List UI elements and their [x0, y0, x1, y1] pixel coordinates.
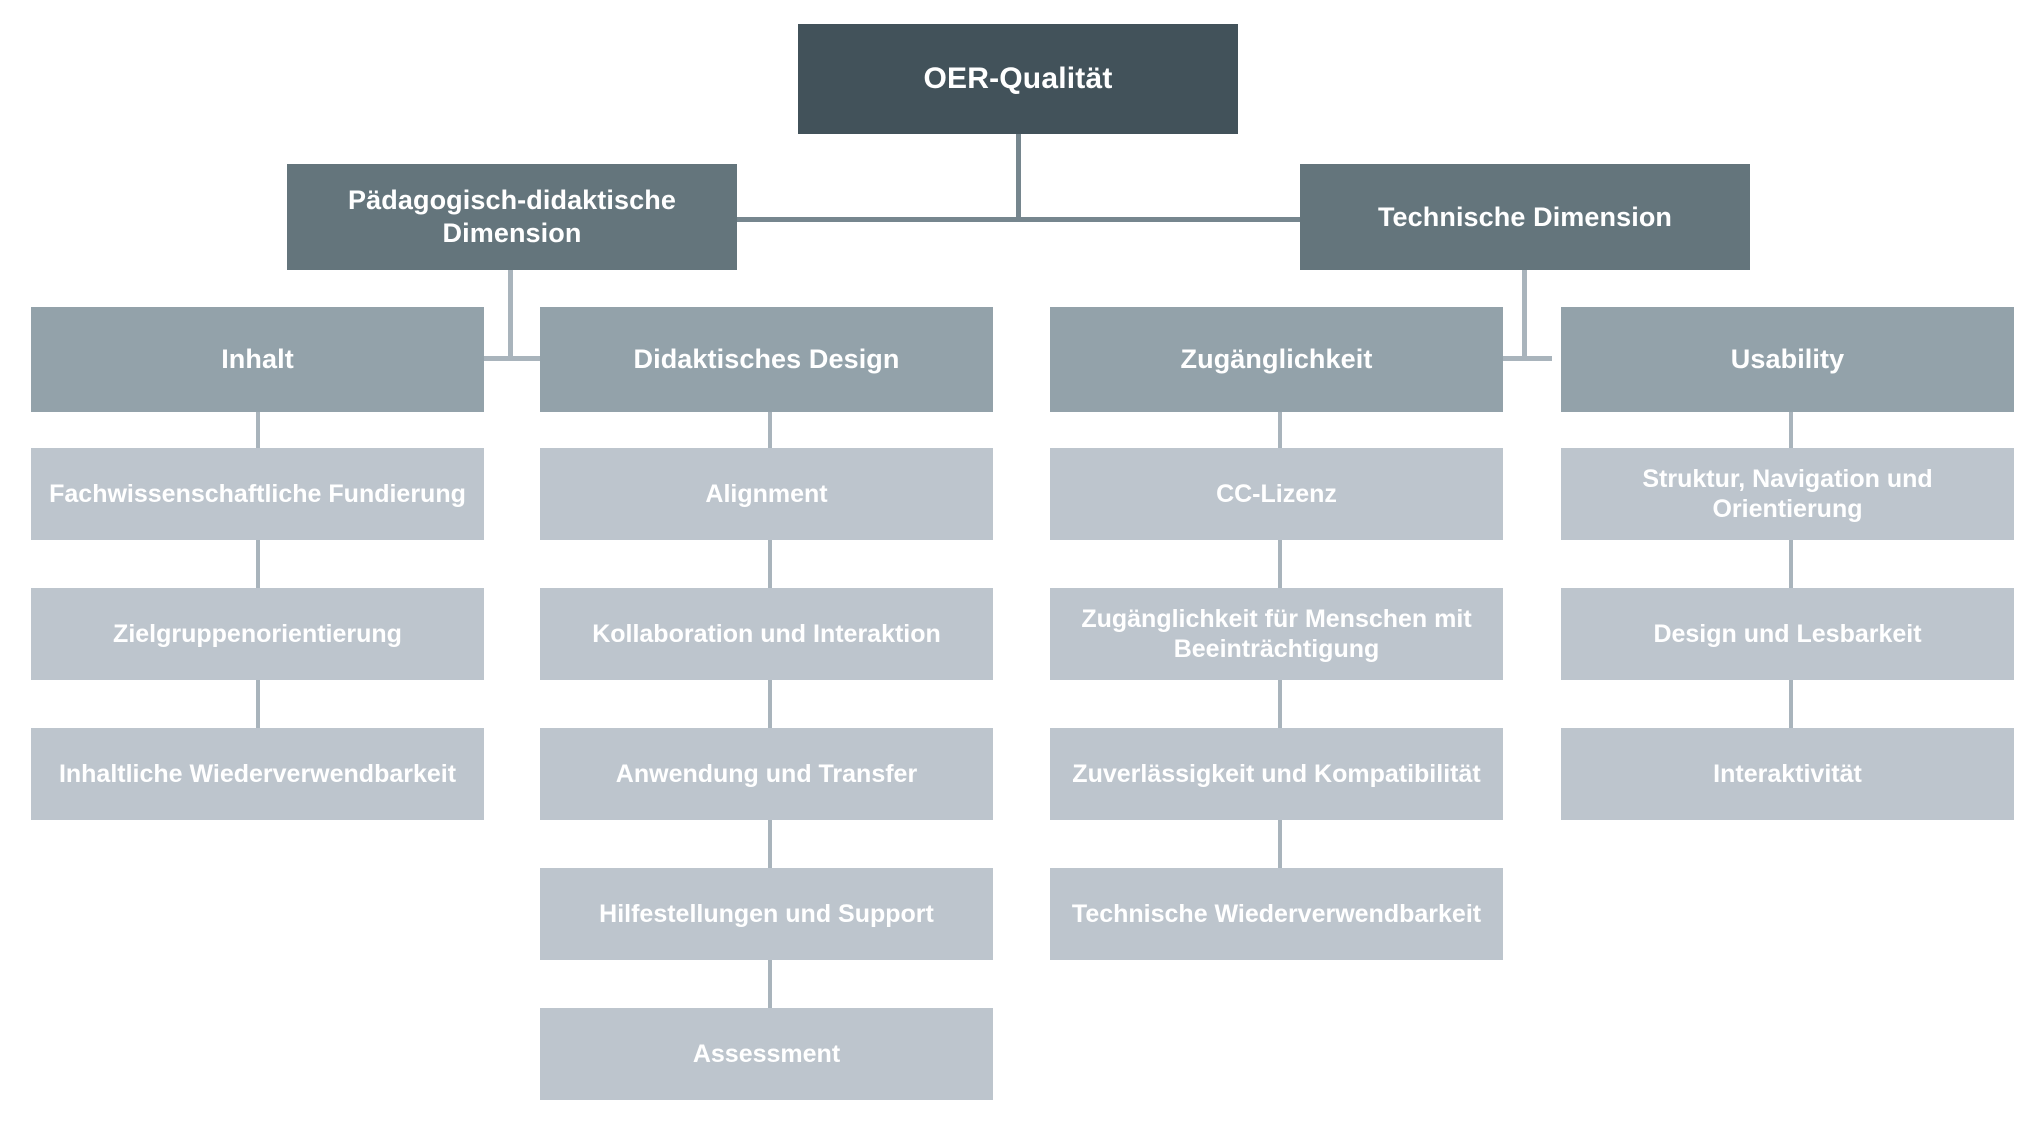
node-leaf-struktur-navigation-orientierung[interactable]: Struktur, Navigation und Orientierung — [1561, 448, 2014, 540]
connector-right-dimension-stem — [1522, 269, 1527, 360]
node-leaf-hilfestellungen-und-support[interactable]: Hilfestellungen und Support — [540, 868, 993, 960]
connector-root-stem — [1016, 133, 1021, 219]
node-root-oer-qualitaet[interactable]: OER-Qualität — [798, 24, 1238, 134]
node-leaf-kollaboration-und-interaktion[interactable]: Kollaboration und Interaktion — [540, 588, 993, 680]
node-leaf-fachwissenschaftliche-fundierung[interactable]: Fachwissenschaftliche Fundierung — [31, 448, 484, 540]
node-leaf-anwendung-und-transfer[interactable]: Anwendung und Transfer — [540, 728, 993, 820]
node-category-inhalt[interactable]: Inhalt — [31, 307, 484, 412]
connector-column-2-spine — [768, 412, 772, 1030]
node-category-zugaenglichkeit[interactable]: Zugänglichkeit — [1050, 307, 1503, 412]
node-category-usability[interactable]: Usability — [1561, 307, 2014, 412]
connector-left-dimension-stem — [508, 269, 513, 360]
node-dimension-technisch[interactable]: Technische Dimension — [1300, 164, 1750, 270]
connector-dimension-trunk — [736, 217, 1301, 222]
node-dimension-paedagogisch-didaktisch[interactable]: Pädagogisch-didaktische Dimension — [287, 164, 737, 270]
node-leaf-design-und-lesbarkeit[interactable]: Design und Lesbarkeit — [1561, 588, 2014, 680]
connector-left-category-bridge — [483, 356, 541, 361]
node-leaf-interaktivitaet[interactable]: Interaktivität — [1561, 728, 2014, 820]
node-category-didaktisches-design[interactable]: Didaktisches Design — [540, 307, 993, 412]
node-leaf-zugaenglichkeit-beeintraechtigung[interactable]: Zugänglichkeit für Menschen mit Beeinträ… — [1050, 588, 1503, 680]
node-leaf-zielgruppenorientierung[interactable]: Zielgruppenorientierung — [31, 588, 484, 680]
connector-right-category-bridge — [1494, 356, 1552, 361]
node-leaf-technische-wiederverwendbarkeit[interactable]: Technische Wiederverwendbarkeit — [1050, 868, 1503, 960]
node-leaf-inhaltliche-wiederverwendbarkeit[interactable]: Inhaltliche Wiederverwendbarkeit — [31, 728, 484, 820]
node-leaf-zuverlaessigkeit-und-kompatibilitaet[interactable]: Zuverlässigkeit und Kompatibilität — [1050, 728, 1503, 820]
node-leaf-assessment[interactable]: Assessment — [540, 1008, 993, 1100]
node-leaf-alignment[interactable]: Alignment — [540, 448, 993, 540]
node-leaf-cc-lizenz[interactable]: CC-Lizenz — [1050, 448, 1503, 540]
